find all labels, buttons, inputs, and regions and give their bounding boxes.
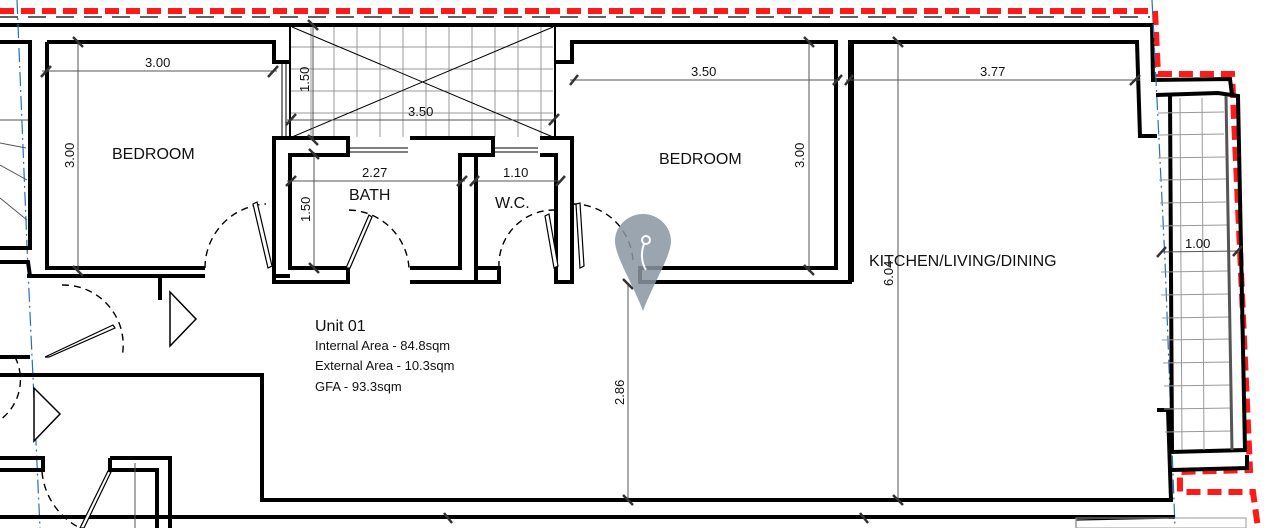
terrace <box>289 26 556 138</box>
unit-info: Unit 01 Internal Area - 84.8sqm External… <box>315 318 454 394</box>
dim-terrace-width: 3.50 <box>408 104 433 119</box>
unit-title: Unit 01 <box>315 318 366 335</box>
room-label-kitchen: KITCHEN/LIVING/DINING <box>869 253 1057 270</box>
dim-terrace-depth: 1.50 <box>297 67 312 92</box>
lower-left-walls <box>0 284 1247 528</box>
room-label-bedroom-1: BEDROOM <box>112 146 195 163</box>
dim-kitchen-width: 3.77 <box>980 64 1005 79</box>
dim-balcony-width: 1.00 <box>1185 236 1210 251</box>
dim-bedroom-1-depth: 3.00 <box>62 143 77 168</box>
dim-hall-depth: 2.86 <box>612 380 627 405</box>
internal-area: Internal Area - 84.8sqm <box>315 338 450 353</box>
dim-bedroom-2-width: 3.50 <box>691 64 716 79</box>
gfa: GFA - 93.3sqm <box>315 379 402 394</box>
wc <box>476 136 634 284</box>
dim-kitchen-depth: 6.04 <box>881 261 896 286</box>
dimension-lines <box>40 19 1243 524</box>
room-label-bath: BATH <box>349 187 390 204</box>
room-label-wc: W.C. <box>495 195 530 212</box>
room-label-bedroom-2: BEDROOM <box>659 151 742 168</box>
dim-wc-width: 1.10 <box>503 165 528 180</box>
kitchen-living-dining <box>0 40 1175 519</box>
dim-bath-depth: 1.50 <box>298 197 313 222</box>
map-pin-icon[interactable] <box>615 214 671 311</box>
site-boundary <box>0 8 1261 528</box>
entry-arrow-icon-2 <box>33 386 62 443</box>
entry-arrow-icon <box>169 290 198 348</box>
dim-bedroom-2-depth: 3.00 <box>792 143 807 168</box>
dim-bedroom-1-width: 3.00 <box>145 55 170 70</box>
external-area: External Area - 10.3sqm <box>315 358 454 373</box>
dim-bath-width: 2.27 <box>362 165 387 180</box>
outer-top-wall <box>0 23 1234 96</box>
balcony <box>1155 90 1249 472</box>
